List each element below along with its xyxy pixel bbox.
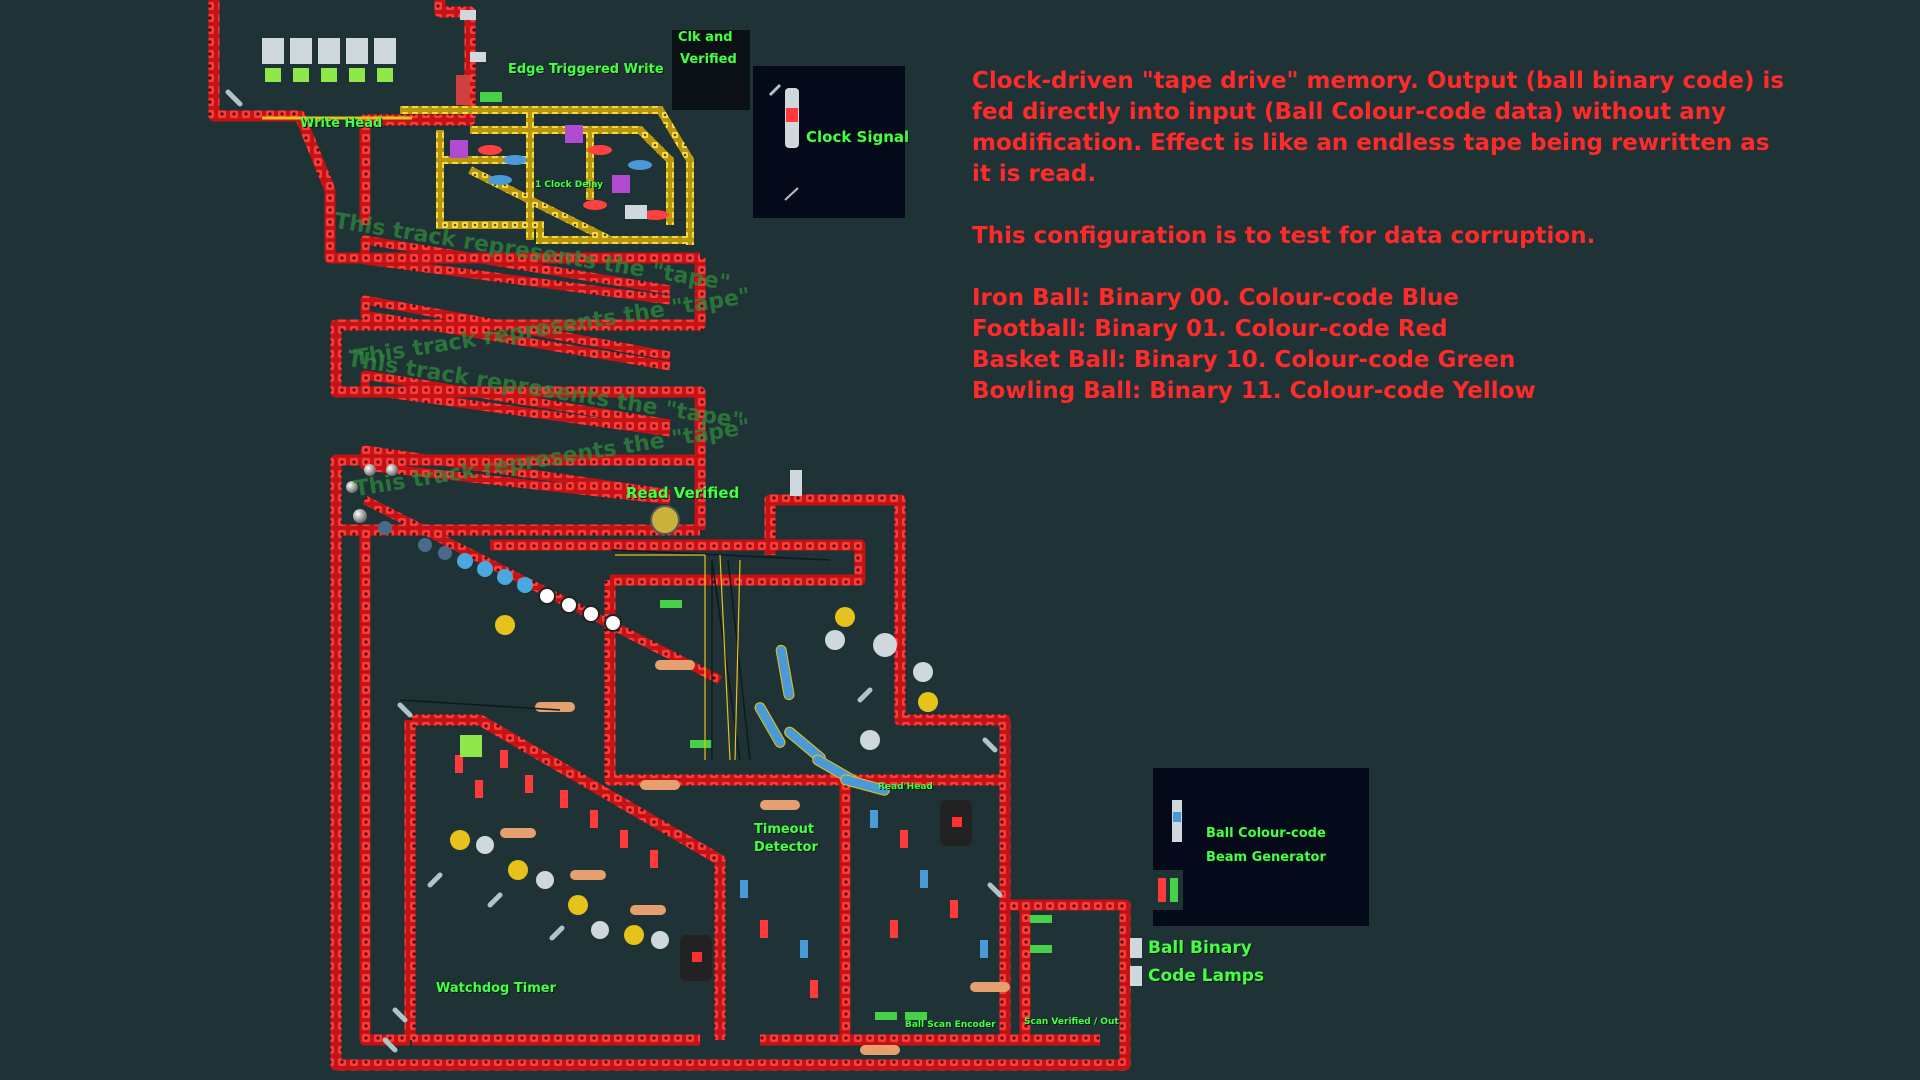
machine-parts: [225, 10, 1142, 1055]
gear-icon: [536, 871, 554, 889]
gear-icon: [591, 921, 609, 939]
beam-generator-label-2: Beam Generator: [1206, 850, 1326, 865]
timeout-detector-label-2: Detector: [754, 840, 818, 855]
gear-icon: [913, 662, 933, 682]
switch-icon: [900, 830, 908, 848]
ball-icon: [582, 605, 600, 623]
ball-icon: [517, 577, 533, 593]
write-head-label: Write Head: [300, 116, 383, 131]
gear-icon: [860, 730, 880, 750]
clock-device: [768, 83, 799, 201]
lamp-icon: [1130, 966, 1142, 986]
code-lamps-label-2: Code Lamps: [1148, 966, 1265, 986]
beam-generator-panel: [1153, 768, 1369, 926]
switch-icon: [980, 940, 988, 958]
write-head-devices: [262, 38, 412, 120]
red-track: [208, 0, 1131, 1071]
clk-verified-label-2: Verified: [680, 52, 737, 67]
switch-icon: [800, 940, 808, 958]
ball-icon: [538, 587, 556, 605]
switch-icon: [560, 790, 568, 808]
clock-signal-panel: [753, 66, 905, 218]
ball-scan-encoder-label: Ball Scan Encoder: [905, 1020, 996, 1030]
ball-icon: [418, 538, 432, 552]
ball-icon: [438, 546, 452, 560]
description-text: Clock-driven "tape drive" memory. Output…: [972, 66, 1792, 407]
switch-icon: [810, 980, 818, 998]
read-head-label: Read Head: [878, 782, 933, 792]
scan-verified-out-label: Scan Verified / Out: [1024, 1017, 1119, 1027]
gear-icon: [825, 630, 845, 650]
legend-iron-ball: Iron Ball: Binary 00. Colour-code Blue: [972, 285, 1460, 311]
legend-bowling-ball: Bowling Ball: Binary 11. Colour-code Yel…: [972, 378, 1536, 404]
clock-signal-label: Clock Signal: [806, 128, 910, 146]
ball-icon: [560, 596, 578, 614]
legend-basket-ball: Basket Ball: Binary 10. Colour-code Gree…: [972, 347, 1516, 373]
code-lamps-label-1: Ball Binary: [1148, 938, 1252, 958]
yellow-frame: [400, 106, 694, 245]
gear-icon: [651, 931, 669, 949]
switch-icon: [500, 750, 508, 768]
ball-icon: [386, 464, 398, 476]
switch-icon: [650, 850, 658, 868]
ball-icon: [353, 509, 367, 523]
timeout-detector-label-1: Timeout: [754, 822, 815, 837]
edge-triggered-write-label: Edge Triggered Write: [508, 62, 664, 77]
watchdog-timer-label: Watchdog Timer: [436, 981, 556, 996]
ball-icon: [346, 481, 358, 493]
clk-verified-label-1: Clk and: [678, 30, 733, 45]
write-logic-parts: [450, 125, 669, 220]
clk-verified-panel: [672, 30, 750, 110]
description-line-2: This configuration is to test for data c…: [972, 223, 1596, 249]
switch-icon: [455, 755, 463, 773]
gear-icon: [476, 836, 494, 854]
ball-icon: [457, 553, 473, 569]
switch-icon: [620, 830, 628, 848]
description-line-1: Clock-driven "tape drive" memory. Output…: [972, 68, 1785, 187]
one-clock-delay-label: 1 Clock Delay: [535, 180, 604, 190]
beam-generator-label-1: Ball Colour-code: [1206, 826, 1326, 841]
switch-icon: [475, 780, 483, 798]
ball-icon: [497, 569, 513, 585]
switch-icon: [920, 870, 928, 888]
switch-icon: [740, 880, 748, 898]
ball-icon: [604, 614, 622, 632]
switch-icon: [760, 920, 768, 938]
legend-football: Football: Binary 01. Colour-code Red: [972, 316, 1448, 342]
ball-icon: [378, 521, 392, 535]
switch-icon: [870, 810, 878, 828]
gear-icon: [873, 633, 897, 657]
read-verified-label: Read Verified: [626, 484, 740, 502]
ball-icon: [364, 464, 376, 476]
ball-icon: [477, 561, 493, 577]
lamp-icon: [1130, 938, 1142, 958]
switch-icon: [890, 920, 898, 938]
lamp-icon: [262, 38, 284, 64]
switch-icon: [525, 775, 533, 793]
switch-icon: [590, 810, 598, 828]
beam-generator-device: [1153, 800, 1183, 910]
switch-icon: [950, 900, 958, 918]
tape-balls: [346, 464, 622, 632]
